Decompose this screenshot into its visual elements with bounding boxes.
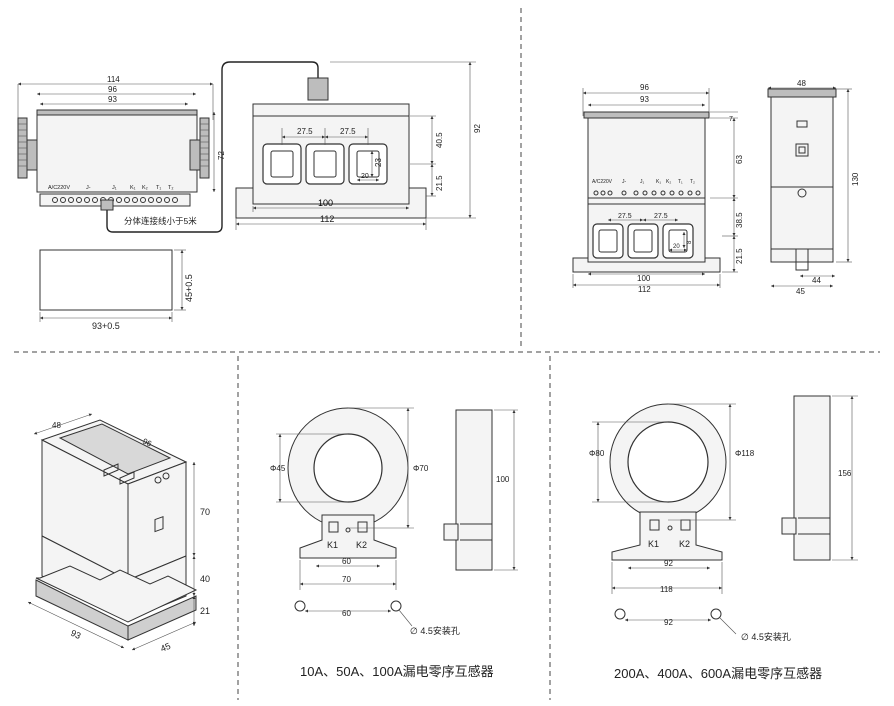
dim-width-outer: 114: [107, 75, 120, 84]
terminal-label-1: J-: [86, 185, 91, 191]
panel-integrated-assembly: 96 93 A/C220V J- J₁ K₁ K₂ T₁ T₂ 27.5 27.…: [572, 79, 860, 296]
dim-width-mid: 96: [640, 83, 649, 92]
terminal-label-0: A/C220V: [592, 179, 613, 185]
dim-ct-pitch-a: 27.5: [618, 213, 632, 220]
dim-height-lower: 21.5: [435, 175, 444, 191]
dim-base-inner: 100: [637, 274, 651, 283]
zct-side-view: [793, 395, 831, 561]
terminal-label-0: A/C220V: [48, 185, 70, 191]
dim-height: 156: [838, 469, 852, 478]
panel-isometric-view: 48 96 70 40 21 93 45: [27, 413, 210, 654]
dim-height-ct: 38.5: [735, 212, 744, 228]
dim-length: 93: [69, 628, 82, 641]
dim-outer-diameter: Φ118: [735, 449, 755, 458]
dim-height-module: 63: [735, 155, 744, 164]
dim-hole-spacing: 60: [342, 609, 351, 618]
dim-base: 45: [159, 641, 172, 654]
dim-ct-pitch-b: 27.5: [340, 127, 356, 136]
dim-window-width: 20: [361, 173, 369, 180]
dim-width-mid: 96: [108, 85, 117, 94]
panel-zct-large: K1 K2 Φ80 Φ118 92 118 92 ∅ 4.5安装孔 156 20…: [589, 395, 858, 681]
connection-cable: [106, 61, 319, 233]
dim-cutout-width: 93+0.5: [92, 321, 120, 331]
dim-width-inner: 93: [640, 95, 649, 104]
dim-width-b: 70: [342, 575, 351, 584]
dim-hole-spacing: 92: [664, 618, 673, 627]
dim-height: 100: [496, 475, 510, 484]
terminal-label-6: T₂: [168, 185, 174, 191]
terminal-label-3: K₁: [656, 179, 661, 185]
terminal-label-2: J₁: [640, 179, 645, 185]
dim-side-base-b: 45: [796, 287, 805, 296]
mounting-hole-note: ∅ 4.5安装孔: [741, 631, 791, 642]
dim-side-height: 130: [851, 172, 860, 186]
dim-height-3: 21: [200, 606, 210, 616]
mounting-hole-note: ∅ 4.5安装孔: [410, 625, 460, 636]
dim-width-top: 96: [141, 437, 153, 449]
terminal-k1: K1: [327, 540, 338, 550]
dim-width-b: 118: [660, 585, 673, 594]
cable-length-note: 分体连接线小于5米: [124, 216, 197, 226]
dim-outer-diameter: Φ70: [413, 464, 429, 473]
dim-window-height: 23: [374, 158, 383, 167]
dim-height-total: 92: [473, 124, 482, 133]
terminal-label-3: K₁: [130, 185, 136, 191]
dim-side-base-a: 44: [812, 276, 821, 285]
panel-zct-small: K1 K2 Φ45 Φ70 60 70 60 ∅ 4.5安装孔 100 10A、…: [270, 407, 518, 679]
dim-height-base: 21.5: [735, 248, 744, 264]
terminal-label-1: J-: [622, 179, 627, 185]
dim-width-inner: 93: [108, 95, 117, 104]
terminal-k2: K2: [356, 540, 367, 550]
zct-side-view: [455, 409, 493, 571]
dim-top-gap: 7: [729, 116, 733, 123]
dim-depth: 48: [52, 421, 61, 430]
terminal-label-2: J₁: [112, 185, 117, 191]
dim-width-a: 92: [664, 559, 673, 568]
terminal-label-5: T₁: [156, 185, 161, 191]
dim-height-upper: 40.5: [435, 132, 444, 148]
dim-width-a: 60: [342, 557, 351, 566]
terminal-label-4: K₂: [142, 185, 148, 191]
dim-cutout-height: 45+0.5: [184, 274, 194, 302]
module-front-view: [36, 111, 198, 193]
dim-height-1: 70: [200, 507, 210, 517]
dim-base-outer: 112: [638, 285, 651, 294]
module-front-view: [587, 117, 706, 199]
dim-inner-diameter: Φ45: [270, 464, 286, 473]
dim-side-width: 48: [797, 79, 806, 88]
caption-small-zct: 10A、50A、100A漏电零序互感器: [300, 664, 494, 679]
caption-large-zct: 200A、400A、600A漏电零序互感器: [614, 666, 822, 681]
dim-height-2: 40: [200, 574, 210, 584]
terminal-k2: K2: [679, 539, 690, 549]
dim-window-height: 8: [687, 240, 693, 244]
panel-split-type-assembly: 114 96 93 72 A/C220V J- J₁ K₁ K₂ T₁ T₂: [17, 61, 482, 331]
terminal-label-6: T₂: [690, 179, 695, 185]
panel-dividers: [14, 8, 880, 700]
dim-inner-diameter: Φ80: [589, 449, 605, 458]
terminal-label-5: T₁: [678, 179, 683, 185]
dim-ct-pitch-b: 27.5: [654, 213, 668, 220]
panel-cutout: [39, 249, 173, 311]
dim-window-width: 20: [673, 244, 680, 250]
terminal-label-4: K₂: [666, 179, 671, 185]
dim-ct-pitch-a: 27.5: [297, 127, 313, 136]
dim-base-inner: 100: [318, 198, 333, 208]
dim-base-outer: 112: [320, 214, 334, 224]
terminal-k1: K1: [648, 539, 659, 549]
module-side-view: [770, 96, 834, 188]
